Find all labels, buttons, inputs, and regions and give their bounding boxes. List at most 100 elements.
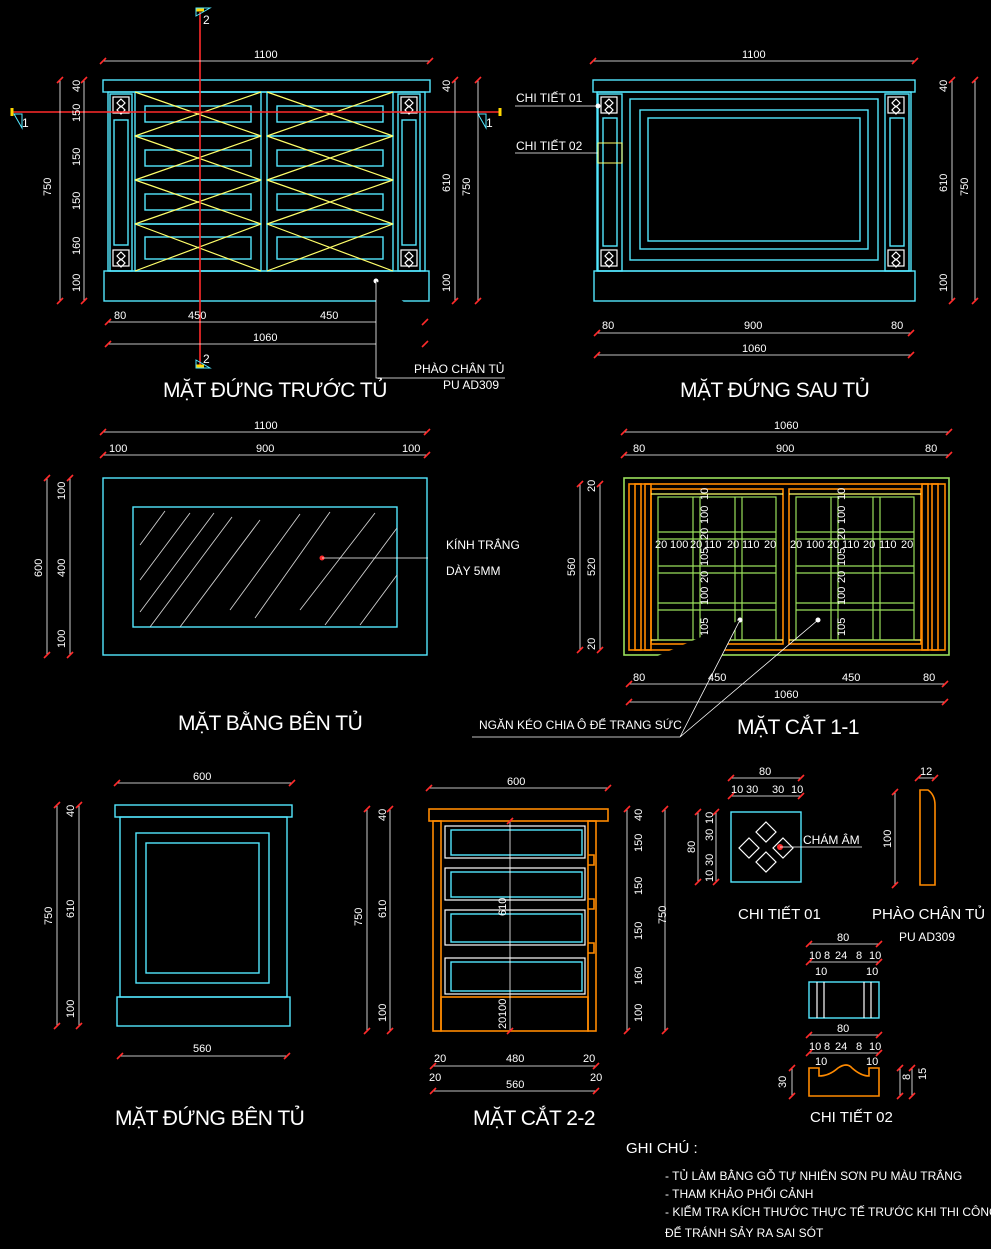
svg-text:100: 100 [836, 587, 848, 605]
dimension-tick [971, 297, 979, 305]
svg-text:20: 20 [727, 539, 739, 551]
section11-b-total: 1060 [774, 689, 798, 701]
svg-text:110: 110 [704, 539, 722, 551]
svg-text:30: 30 [704, 829, 716, 841]
note-3: - KIỂM TRA KÍCH THƯỚC THỰC TẾ TRƯỚC KHI … [665, 1204, 991, 1219]
dimension-tick [426, 57, 434, 65]
dimension-tick [53, 801, 61, 809]
general-notes: GHI CHÚ : - TỦ LÀM BẰNG GỖ TỰ NHIÊN SƠN … [626, 1140, 991, 1240]
dimension-tick [66, 474, 74, 482]
svg-text:10: 10 [815, 966, 827, 978]
dimension-tick [576, 480, 584, 488]
front-h-40: 40 [71, 80, 83, 92]
dimension-tick [948, 76, 956, 84]
dimension-tick [363, 805, 371, 813]
front-b-80a: 80 [114, 310, 126, 322]
svg-text:100: 100 [806, 539, 824, 551]
dimension-tick [805, 1031, 813, 1039]
dimension-tick [875, 940, 883, 948]
plan-top-100b: 100 [402, 443, 420, 455]
dimension-tick [283, 1052, 291, 1060]
side-bottom-dim: 560 [193, 1043, 211, 1055]
dimension-tick [896, 1092, 904, 1100]
note-1: - TỦ LÀM BẰNG GỖ TỰ NHIÊN SƠN PU MÀU TRẮ… [665, 1168, 962, 1183]
plan-top-total: 1100 [254, 420, 278, 432]
dimension-tick [661, 805, 669, 813]
molding-title: PHÀO CHÂN TỦ [872, 905, 985, 923]
dimension-tick [694, 878, 702, 886]
detail01-top: 80 [759, 766, 771, 778]
svg-text:10: 10 [836, 488, 848, 500]
side-left-100: 100 [65, 1000, 77, 1018]
section22-b2-20a: 20 [429, 1072, 441, 1084]
dimension-tick [421, 318, 429, 326]
svg-text:10: 10 [699, 488, 711, 500]
section22-title: MẶT CẮT 2-2 [473, 1106, 595, 1130]
detail02-top: 80 [837, 932, 849, 944]
section11-top-80b: 80 [925, 443, 937, 455]
front-elevation: 2 2 1 1 1100 750 40 150 150 150 160 100 … [10, 7, 505, 402]
section11-b-80a: 80 [633, 672, 645, 684]
section22-center-20: 20 [497, 1017, 509, 1029]
dimension-tick [506, 1027, 514, 1035]
plan-title: MẶT BẰNG BÊN TỦ [178, 711, 362, 735]
plan-left-100b: 100 [56, 630, 68, 648]
dimension-tick [429, 1062, 437, 1070]
back-detail02-callout: CHI TIẾT 02 [516, 138, 583, 153]
section11-left-total: 560 [566, 558, 578, 576]
dimension-tick [386, 805, 394, 813]
section22-r-150b: 150 [633, 877, 645, 895]
svg-text:100: 100 [670, 539, 688, 551]
dimension-tick [56, 76, 64, 84]
section22-left-40: 40 [377, 809, 389, 821]
axis-2-bottom-label: 2 [203, 352, 210, 366]
section22-b2-20b: 20 [590, 1072, 602, 1084]
svg-text:20: 20 [690, 539, 702, 551]
front-top-cap [102, 79, 431, 93]
svg-text:10: 10 [866, 966, 878, 978]
section11-top-total: 1060 [774, 420, 798, 432]
dimension-tick [712, 808, 720, 816]
dimension-tick [99, 428, 107, 436]
detail01-left: 80 [686, 841, 698, 853]
svg-text:30: 30 [772, 784, 784, 796]
svg-text:100: 100 [699, 506, 711, 524]
note-4: ĐỂ TRÁNH SẢY RA SAI SÓT [665, 1225, 824, 1240]
back-r-610: 610 [938, 174, 950, 192]
section22-center-610: 610 [497, 898, 509, 916]
back-r-750: 750 [959, 178, 971, 196]
svg-text:105: 105 [699, 548, 711, 566]
svg-text:30: 30 [746, 784, 758, 796]
dimension-tick [805, 1049, 813, 1057]
section22-r-150a: 150 [633, 834, 645, 852]
dimension-tick [592, 1062, 600, 1070]
dimension-tick [623, 1027, 631, 1035]
front-right-pilaster-panel [401, 119, 417, 246]
detail-02: 80 10 8 24 8 10 10 10 80 10 8 24 8 10 10… [777, 932, 929, 1126]
front-rosette-bl [112, 249, 130, 268]
svg-text:15: 15 [917, 1068, 929, 1080]
svg-text:10: 10 [731, 784, 743, 796]
section11-b-450b: 450 [842, 672, 860, 684]
section22-r-150c: 150 [633, 922, 645, 940]
svg-text:20: 20 [836, 571, 848, 583]
section22-b-20b: 20 [583, 1053, 595, 1065]
detail01-title: CHI TIẾT 01 [738, 906, 821, 923]
dimension-tick [104, 340, 112, 348]
section22-b-total: 560 [506, 1079, 524, 1091]
svg-text:30: 30 [704, 854, 716, 866]
dimension-tick [474, 297, 482, 305]
section11-grid-labels: 20 100 20 110 20 110 20 20 100 20 110 20… [655, 488, 913, 636]
dimension-tick [875, 1031, 883, 1039]
plan-left-100a: 100 [56, 482, 68, 500]
svg-text:10: 10 [815, 1056, 827, 1068]
axis-1-left-label: 1 [22, 116, 29, 130]
back-elevation-title: MẶT ĐỨNG SAU TỦ [680, 378, 869, 402]
dimension-tick [99, 57, 107, 65]
dimension-tick [593, 329, 601, 337]
dimension-tick [945, 451, 953, 459]
side-left-610: 610 [65, 900, 77, 918]
front-b-450b: 450 [320, 310, 338, 322]
front-h-100: 100 [71, 274, 83, 292]
